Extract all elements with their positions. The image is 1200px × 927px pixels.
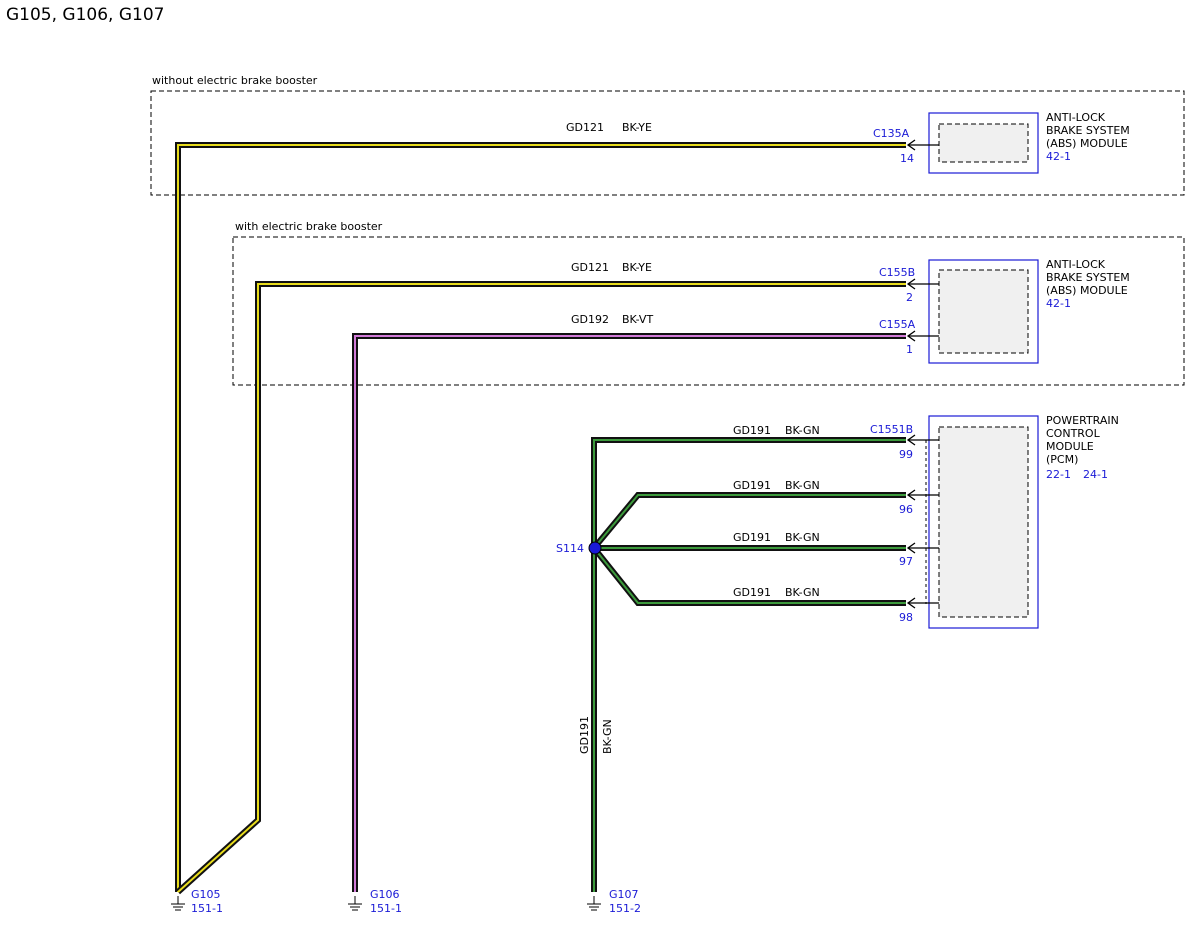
p99-pin: 99	[899, 448, 913, 461]
down-circuit: GD191	[578, 716, 591, 754]
splice-s114[interactable]	[588, 541, 602, 555]
pcm-name-line-3: MODULE	[1046, 440, 1094, 453]
group-box-without-booster	[150, 90, 1185, 196]
pcm-ref-1: 22-1	[1046, 468, 1071, 481]
pin-arrow-96	[906, 489, 939, 501]
abs-module-1-ref: 42-1	[1046, 150, 1071, 163]
pin-arrow-98	[906, 597, 939, 609]
ground-g106-name: G106	[370, 888, 400, 901]
p98-circuit: GD191	[733, 586, 771, 599]
pin-arrow-97	[906, 542, 939, 554]
p97-circuit: GD191	[733, 531, 771, 544]
ground-g107-ref: 151-2	[609, 902, 641, 915]
p99-circuit: GD191	[733, 424, 771, 437]
w1-circuit: GD121	[566, 121, 604, 134]
w1-connector: C135A	[873, 127, 910, 140]
abs-module-1[interactable]	[928, 112, 1039, 174]
abs-module-2-name-line-2: BRAKE SYSTEM	[1046, 271, 1130, 284]
p99-color: BK-GN	[785, 424, 820, 437]
p98-pin: 98	[899, 611, 913, 624]
w2-connector: C155B	[879, 266, 915, 279]
ground-g105[interactable]	[171, 896, 185, 911]
ground-g107[interactable]	[587, 896, 601, 911]
p96-color: BK-GN	[785, 479, 820, 492]
p96-pin: 96	[899, 503, 913, 516]
w2-circuit: GD121	[571, 261, 609, 274]
pin-arrow-99	[906, 434, 939, 446]
abs-module-2-ref: 42-1	[1046, 297, 1071, 310]
abs-module-2-name-line-1: ANTI-LOCK	[1046, 258, 1106, 271]
splice-label: S114	[556, 542, 584, 555]
abs-module-1-name-line-2: BRAKE SYSTEM	[1046, 124, 1130, 137]
w1-color: BK-YE	[622, 121, 652, 134]
wire-gd191-pin96[interactable]	[591, 492, 906, 550]
p99-connector: C1551B	[870, 423, 913, 436]
w3-circuit: GD192	[571, 313, 609, 326]
pin-arrow-c155a-1	[906, 330, 939, 342]
p97-pin: 97	[899, 555, 913, 568]
ground-g105-name: G105	[191, 888, 221, 901]
abs-module-1-name-line-3: (ABS) MODULE	[1046, 137, 1128, 150]
wire-gd191-pin98[interactable]	[591, 546, 906, 606]
abs-module-2[interactable]	[928, 259, 1039, 364]
page-title: G105, G106, G107	[6, 5, 164, 25]
wire-gd121-c135a[interactable]	[175, 142, 906, 892]
w1-pin: 14	[900, 152, 914, 165]
wire-gd121-c155b[interactable]	[175, 281, 906, 895]
p98-color: BK-GN	[785, 586, 820, 599]
p97-color: BK-GN	[785, 531, 820, 544]
w2-pin: 2	[906, 291, 913, 304]
group-box-with-booster	[232, 236, 1185, 386]
abs-module-1-name-line-1: ANTI-LOCK	[1046, 111, 1106, 124]
pcm-name-line-1: POWERTRAIN	[1046, 414, 1119, 427]
p96-circuit: GD191	[733, 479, 771, 492]
ground-g107-name: G107	[609, 888, 639, 901]
wire-gd192-c155a[interactable]	[352, 333, 906, 892]
w3-connector: C155A	[879, 318, 916, 331]
pcm-ref-2: 24-1	[1083, 468, 1108, 481]
abs-module-2-name-line-3: (ABS) MODULE	[1046, 284, 1128, 297]
w3-color: BK-VT	[622, 313, 653, 326]
pin-arrow-c155b-2	[906, 278, 939, 290]
pin-arrow-c135a-14	[906, 139, 939, 151]
pcm-module[interactable]	[925, 415, 1039, 629]
w2-color: BK-YE	[622, 261, 652, 274]
wire-gd191-pin99[interactable]	[591, 437, 906, 892]
down-color: BK-GN	[601, 719, 614, 754]
group-label-without-booster: without electric brake booster	[152, 74, 318, 87]
ground-g105-ref: 151-1	[191, 902, 223, 915]
w3-pin: 1	[906, 343, 913, 356]
ground-g106[interactable]	[348, 896, 362, 911]
group-label-with-booster: with electric brake booster	[235, 220, 383, 233]
pcm-name-line-2: CONTROL	[1046, 427, 1101, 440]
ground-g106-ref: 151-1	[370, 902, 402, 915]
pcm-name-line-4: (PCM)	[1046, 453, 1078, 466]
